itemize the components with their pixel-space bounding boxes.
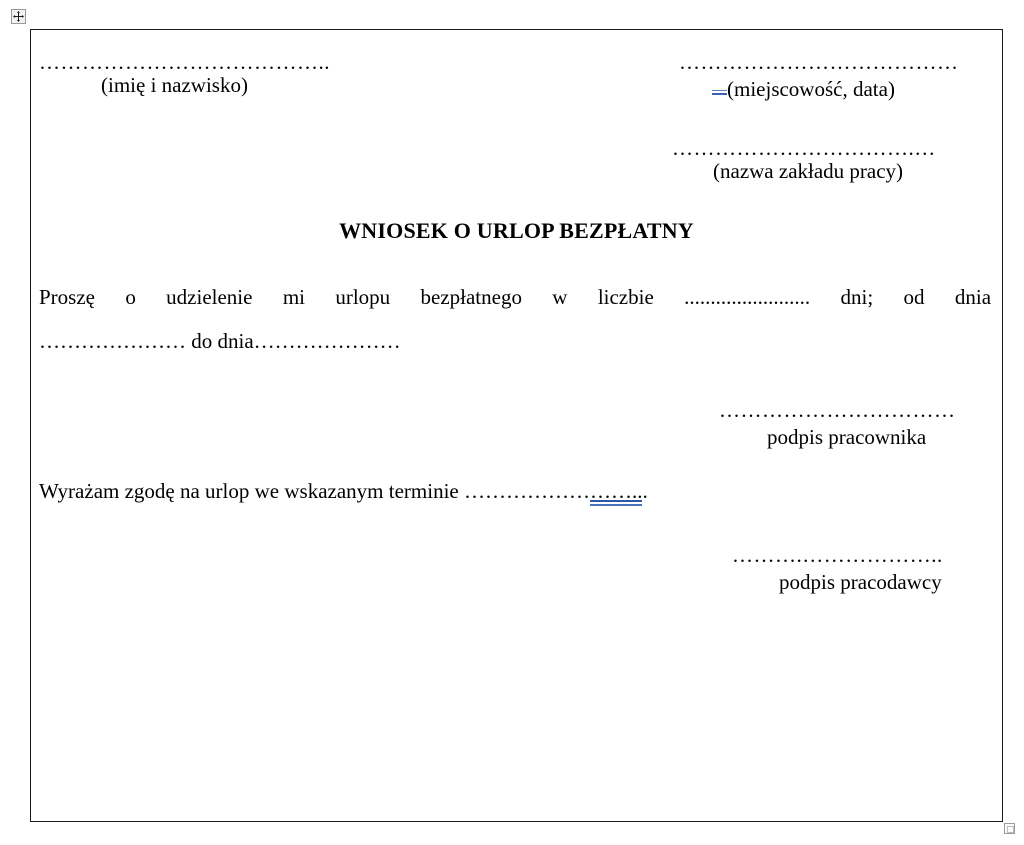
workplace-label: (nazwa zakładu pracy) — [713, 159, 904, 183]
table-move-handle[interactable] — [11, 9, 26, 24]
days-count-blank[interactable]: ........................ — [684, 285, 811, 309]
request-line-1: Proszę o udzielenie mi urlopu bezpłatneg… — [39, 275, 991, 319]
consent-dots[interactable]: ……………… — [463, 479, 590, 503]
employee-signature-label: podpis pracownika — [767, 425, 927, 449]
place-date-dotted-line[interactable]: ………………………………… — [679, 50, 959, 74]
form-table[interactable]: ………………………………….. (imię i nazwisko) ………………… — [30, 29, 1003, 822]
place-date-label-row: (miejscowość, data) — [711, 75, 895, 100]
request-text-do-dnia: do dnia — [186, 329, 254, 353]
move-four-arrows-icon — [13, 11, 24, 22]
consent-line[interactable]: Wyrażam zgodę na urlop we wskazanym term… — [39, 479, 648, 506]
consent-period: . — [642, 479, 648, 503]
date-from-blank[interactable]: ………………… — [39, 329, 186, 353]
request-text-part-2: dni; od dnia — [840, 285, 992, 309]
document-title: WNIOSEK O URLOP BEZPŁATNY — [339, 218, 694, 243]
request-line-2: ………………… do dnia………………… — [39, 319, 991, 363]
consent-text: Wyrażam zgodę na urlop we wskazanym term… — [39, 479, 464, 503]
workplace-dotted-line[interactable]: …………………………….… — [672, 136, 936, 160]
employee-signature-dotted-line[interactable]: …………………………… — [719, 398, 956, 422]
consent-dots-tracked[interactable]: …….. — [589, 479, 643, 506]
date-to-blank[interactable]: ………………… — [253, 329, 401, 353]
employer-signature-label: podpis pracodawcy — [779, 570, 942, 594]
name-field-label: (imię i nazwisko) — [101, 73, 248, 97]
name-field-dotted-line[interactable]: ………………………………….. — [39, 50, 330, 74]
employer-signature-dotted-line[interactable]: ……….……………….. — [732, 543, 943, 567]
form-table-cell[interactable]: ………………………………….. (imię i nazwisko) ………………… — [31, 30, 1002, 821]
request-text-part-1: Proszę o udzielenie mi urlopu bezpłatneg… — [39, 285, 654, 309]
request-paragraph[interactable]: Proszę o udzielenie mi urlopu bezpłatneg… — [39, 275, 991, 363]
place-date-label: (miejscowość, data) — [727, 77, 895, 101]
table-resize-handle[interactable] — [1004, 823, 1015, 834]
tracked-change-mark-icon — [711, 75, 727, 96]
